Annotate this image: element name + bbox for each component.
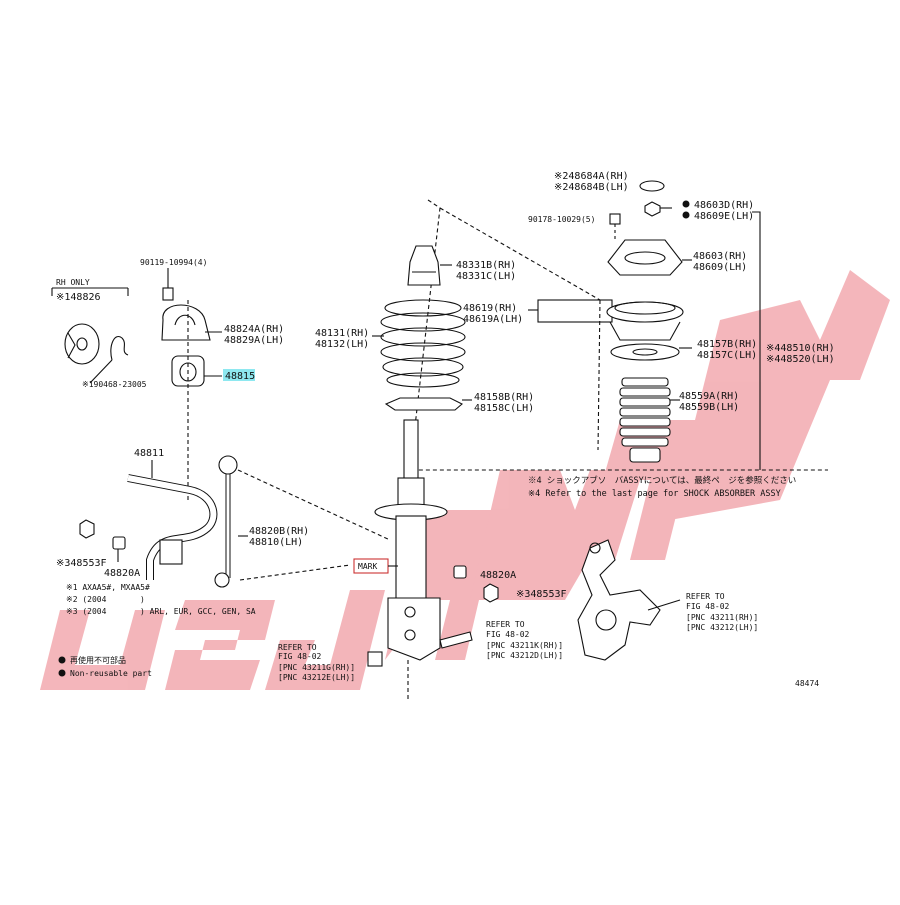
legend-dot-icon [58, 656, 66, 664]
mark-label: MARK [358, 562, 377, 571]
absorber-48619 [537, 299, 613, 323]
part-label-48157B: 48157B(RH) [697, 339, 757, 350]
part-label-48820A-right: 48820A [480, 570, 516, 581]
part-label-48510: ※448510(RH) [766, 343, 835, 354]
ref-bottom-title2: FIG 48-02 [278, 652, 322, 661]
part-label-48603: 48603(RH) [693, 251, 747, 262]
rh-only-label: RH ONLY [56, 278, 90, 287]
cap-48684 [639, 180, 665, 192]
part-label-90119: 90119-10994(4) [140, 258, 207, 267]
non-reusable-dot-icon [682, 211, 690, 219]
spring-seat-lower [384, 397, 463, 411]
mount-group [537, 180, 761, 470]
bolt-90178 [609, 213, 621, 225]
absorber-body-top [397, 477, 425, 509]
labels: RH ONLY ※148826 ※190468-23005 90119-1099… [56, 171, 835, 688]
figure-number: 48474 [795, 679, 819, 688]
link-ball-top [218, 455, 238, 475]
boot-48559 [619, 377, 671, 463]
note-jp: ※4 ショックアブソ バASSYについては、最終ペ ジを参照ください [528, 475, 796, 486]
ref-mid-title1: REFER TO [486, 620, 525, 629]
part-label-48559A: 48559A(RH) [679, 391, 739, 402]
part-label-48331B: 48331B(RH) [456, 260, 516, 271]
link-ball-bottom [214, 572, 230, 588]
nut-48603D [644, 201, 661, 217]
part-label-48158C: 48158C(LH) [474, 403, 534, 414]
absorber-rod [403, 419, 419, 481]
footnote-3: ※3 (2004 [66, 607, 107, 616]
ref-bottom-pnc1: [PNC 43211G(RH)] [278, 663, 355, 672]
footnote-2: ※2 (2004 [66, 595, 107, 604]
bolt-mid [439, 631, 473, 649]
ref-right-pnc1: [PNC 43211(RH)] [686, 613, 758, 622]
part-label-48684A: ※248684A(RH) [554, 171, 629, 182]
part-label-48609: 48609(LH) [693, 262, 747, 273]
part-label-90468: ※190468-23005 [82, 380, 147, 389]
ref-mid-pnc1: [PNC 43211K(RH)] [486, 641, 563, 650]
part-label-48553F-right: ※348553F [516, 589, 567, 600]
part-label-48810: 48810(LH) [249, 537, 303, 548]
part-label-48520: ※448520(LH) [766, 354, 835, 365]
stabilizer-group [51, 268, 391, 588]
legend-dot-icon [58, 669, 66, 677]
part-label-48158B: 48158B(RH) [474, 392, 534, 403]
rh-only-bracket-line [51, 287, 129, 296]
support-48603 [607, 239, 683, 276]
part-label-48824A: 48824A(RH) [224, 324, 284, 335]
coil-spring [380, 299, 466, 388]
ref-right-title1: REFER TO [686, 592, 725, 601]
part-label-48829A: 48829A(LH) [224, 335, 284, 346]
part-label-48132: 48132(LH) [315, 339, 369, 350]
ref-mid-title2: FIG 48-02 [486, 630, 530, 639]
nut-48553F-right [483, 583, 499, 603]
ref-right-pnc2: [PNC 43212(LH)] [686, 623, 758, 632]
washer-48826-hole [76, 337, 88, 351]
part-label-48553F-left: ※348553F [56, 558, 107, 569]
part-label-48559B: 48559B(LH) [679, 402, 739, 413]
legend-jp: 再使用不可部品 [70, 655, 126, 665]
part-label-48826: ※148826 [56, 292, 101, 303]
bracket-48824A [161, 304, 211, 341]
footnote-2b: ) [140, 595, 145, 604]
part-label-48619: 48619(RH) [463, 303, 517, 314]
ref-bottom-pnc2: [PNC 43212E(LH)] [278, 673, 355, 682]
steering-knuckle [577, 539, 681, 661]
part-label-48684B: ※248684B(LH) [554, 182, 629, 193]
nut-48553F-left [79, 519, 95, 539]
ref-mid-pnc2: [PNC 43212D(LH)] [486, 651, 563, 660]
footnote-1: ※1 AXAA5#, MXAA5# [66, 583, 150, 592]
part-label-48331C: 48331C(LH) [456, 271, 516, 282]
part-label-48820A-left: 48820A [104, 568, 140, 579]
part-label-48811: 48811 [134, 448, 164, 459]
part-label-48609E: 48609E(LH) [694, 211, 754, 222]
bolt-90119 [162, 287, 174, 301]
footnote-3b: ) ARL, EUR, GCC, GEN, SA [140, 607, 256, 616]
part-label-48815: 48815 [225, 371, 255, 382]
ref-right-title2: FIG 48-02 [686, 602, 730, 611]
nut-48820A-right [453, 565, 467, 579]
note-en: ※4 Refer to the last page for SHOCK ABSO… [528, 489, 781, 499]
part-label-48157C: 48157C(LH) [697, 350, 757, 361]
ref-bottom-title1: REFER TO [278, 643, 317, 652]
bolt-lower [367, 651, 383, 667]
nut-48820A-left [112, 536, 126, 550]
part-label-48603D: 48603D(RH) [694, 200, 754, 211]
part-label-48820B: 48820B(RH) [249, 526, 309, 537]
part-label-90178: 90178-10029(5) [528, 215, 595, 224]
strut-group [353, 199, 828, 700]
legend-en: Non-reusable part [70, 669, 152, 678]
highlight-48815 [223, 369, 255, 381]
bump-stopper [407, 245, 441, 286]
washer-48826 [64, 323, 100, 365]
part-label-48619A: 48619A(LH) [463, 314, 523, 325]
non-reusable-dot-icon [682, 200, 690, 208]
clip-90468 [110, 336, 129, 361]
insulator-48157 [610, 343, 680, 361]
bar-bushing [159, 539, 183, 565]
part-label-48131: 48131(RH) [315, 328, 369, 339]
knuckle-bracket [387, 597, 441, 661]
